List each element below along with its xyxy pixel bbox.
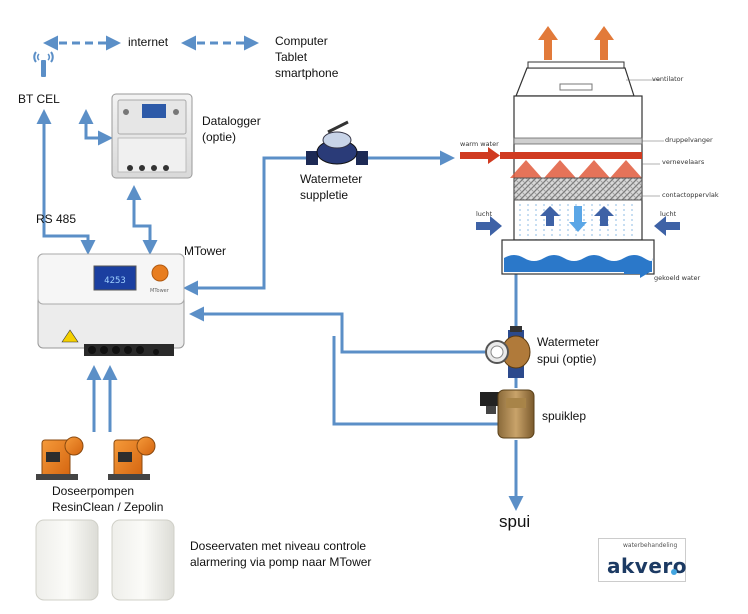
rs485-label: RS 485 — [36, 212, 77, 226]
tower-label-lucht-left: lucht — [476, 210, 493, 218]
doseerpompen-label: Doseerpompen — [52, 484, 135, 498]
spuiklep-label: spuiklep — [542, 409, 587, 423]
doseervaten-label: Doseervaten met niveau controle — [190, 539, 367, 553]
devices-label-computer: Computer — [275, 34, 328, 48]
mtower-controller: 4253 MTower — [37, 253, 185, 356]
doseerpompen-sub-label: ResinClean / Zepolin — [52, 500, 164, 514]
antenna-icon — [33, 51, 54, 77]
cooling-tower — [500, 61, 655, 275]
logo-tagline: waterbehandeling — [623, 542, 678, 549]
internet-label: internet — [128, 35, 169, 49]
datalogger-label: Datalogger — [202, 114, 261, 128]
devices-label-smartphone: smartphone — [275, 66, 339, 80]
akvero-logo: waterbehandeling akvero — [598, 538, 687, 582]
tower-label-warm-water: warm water — [460, 140, 499, 148]
logo-dot — [671, 569, 677, 575]
connection-lines — [36, 109, 524, 511]
dosing-tank-2 — [111, 519, 175, 601]
spuiklep-device — [480, 389, 535, 439]
devices-label-tablet: Tablet — [275, 50, 308, 64]
tower-label-contactoppervlak: contactoppervlak — [662, 191, 719, 199]
watermeter-spui-sub-label: spui (optie) — [537, 352, 597, 366]
tower-label-ventilator: ventilator — [652, 75, 684, 83]
tower-label-vernevelaars: vernevelaars — [662, 158, 705, 166]
controller-brand: MTower — [150, 288, 170, 294]
dosing-pump-2 — [108, 436, 156, 480]
doseervaten-sub-label: alarmering via pomp naar MTower — [190, 555, 372, 569]
watermeter-spui-device — [485, 326, 531, 378]
dosing-pump-1 — [36, 436, 84, 480]
tower-label-lucht-right: lucht — [660, 210, 677, 218]
watermeter-suppletie-device — [306, 120, 368, 165]
watermeter-suppletie-label: Watermeter — [300, 172, 363, 186]
tower-label-druppelvanger: druppelvanger — [665, 136, 713, 144]
airflow-arrows — [460, 26, 680, 278]
datalogger-device — [111, 93, 193, 179]
datalogger-option-label: (optie) — [202, 130, 237, 144]
tower-leader-lines — [626, 79, 664, 197]
mtower-label: MTower — [184, 244, 227, 258]
tower-label-gekoeld-water: gekoeld water — [654, 274, 701, 282]
bt-cel-label: BT CEL — [18, 92, 60, 106]
controller-display: 4253 — [104, 276, 126, 286]
watermeter-spui-label: Watermeter — [537, 335, 600, 349]
watermeter-suppletie-sub-label: suppletie — [300, 188, 349, 202]
dosing-tank-1 — [35, 519, 99, 601]
spui-label: spui — [499, 512, 531, 531]
